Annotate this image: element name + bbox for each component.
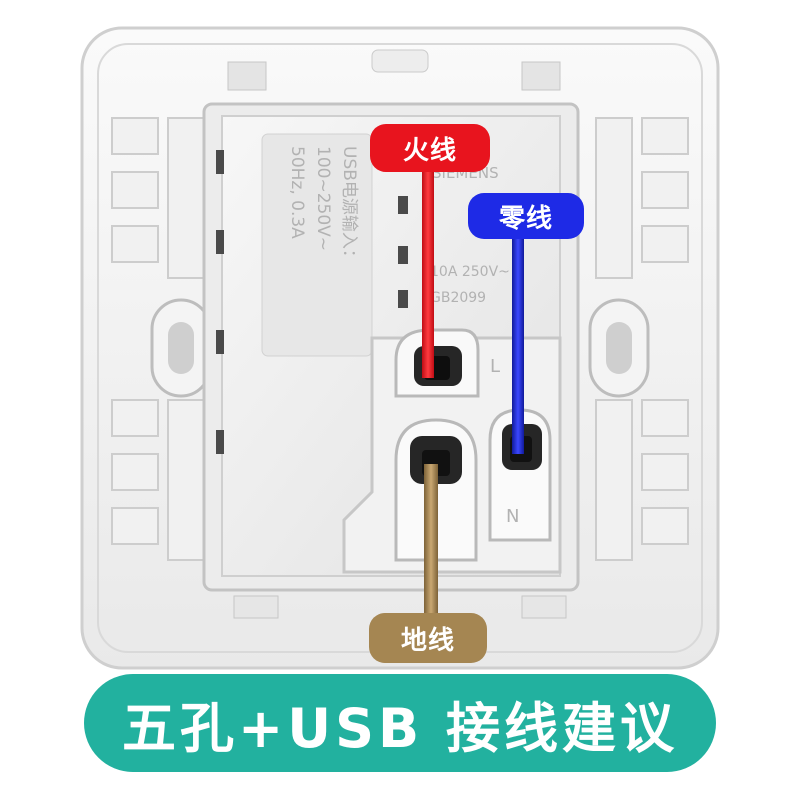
neutral-wire-label: 零线 — [468, 193, 584, 239]
standard-text: GB2099 — [430, 290, 486, 306]
terminal-live — [394, 328, 480, 398]
wiring-advice-banner: 五孔+USB 接线建议 — [84, 674, 716, 772]
usb-input-text: USB电源输入： — [339, 146, 359, 266]
usb-voltage-text: 100~250V~ — [313, 146, 333, 251]
wires — [422, 168, 524, 618]
ground-wire — [424, 464, 438, 618]
terminal-l-mark: L — [490, 356, 500, 377]
ground-wire-label: 地线 — [369, 613, 487, 663]
neutral-wire — [512, 232, 524, 454]
rating-text: 10A 250V~ — [430, 264, 510, 280]
live-wire-label: 火线 — [370, 124, 490, 172]
live-wire — [422, 168, 434, 378]
usb-frequency-text: 50Hz, 0.3A — [287, 146, 307, 239]
terminal-n-mark: N — [506, 506, 519, 527]
